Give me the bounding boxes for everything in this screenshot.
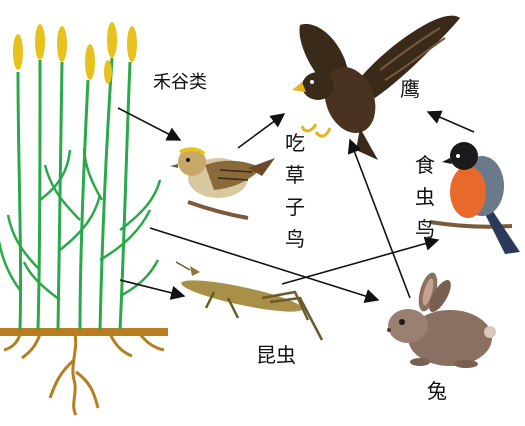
insect-illustration xyxy=(176,262,322,340)
label-insect-bird: 食 虫 鸟 xyxy=(415,153,435,241)
label-insect-bird-char: 鸟 xyxy=(415,217,435,241)
arrow-grain-to-rabbit xyxy=(150,228,378,300)
label-insect: 昆虫 xyxy=(256,343,296,367)
plant-stems xyxy=(18,58,130,330)
label-grain: 禾谷类 xyxy=(153,72,207,93)
label-seed-bird-char: 鸟 xyxy=(285,227,305,251)
label-seed-bird-char: 子 xyxy=(285,195,305,219)
label-insect-bird-char: 虫 xyxy=(415,185,435,209)
label-insect-bird-char: 食 xyxy=(415,153,435,177)
soil-band xyxy=(0,328,168,336)
arrow-seed-bird-to-eagle xyxy=(238,114,284,148)
rabbit-illustration xyxy=(387,271,496,368)
plant-roots xyxy=(4,334,164,415)
arrow-rabbit-to-eagle xyxy=(350,140,410,298)
arrow-insect-bird-to-eagle xyxy=(428,112,474,132)
insect-bird-illustration xyxy=(430,142,520,254)
grain-plant-illustration xyxy=(0,22,168,415)
seed-bird-illustration xyxy=(170,148,275,218)
arrow-insect-to-insect-bird xyxy=(282,240,438,284)
grain-heads xyxy=(13,22,137,84)
label-rabbit: 兔 xyxy=(427,379,447,403)
eagle-illustration xyxy=(292,16,460,160)
label-seed-bird-char: 吃 xyxy=(285,131,305,155)
label-seed-bird-char: 草 xyxy=(285,163,305,187)
arrow-grain-to-insect xyxy=(120,280,184,296)
label-eagle: 鹰 xyxy=(400,77,420,101)
label-seed-bird: 吃 草 子 鸟 xyxy=(285,131,305,251)
